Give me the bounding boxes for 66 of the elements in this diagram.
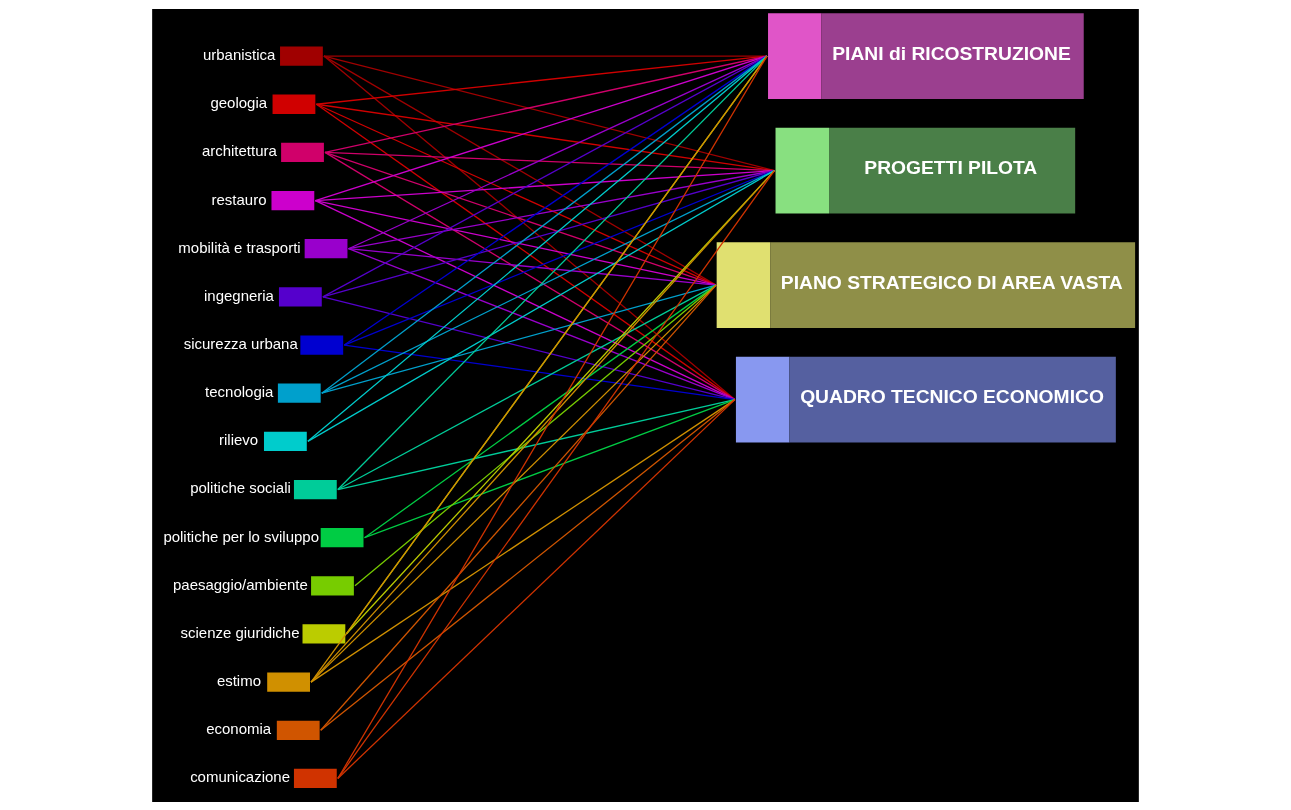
node-box — [272, 94, 316, 114]
node-box — [293, 768, 337, 788]
node-box — [320, 527, 364, 547]
connector — [363, 398, 736, 538]
node-box — [300, 334, 344, 355]
node-box — [276, 720, 320, 740]
connector — [323, 54, 776, 171]
node-label: paesaggio/ambiente — [173, 575, 308, 593]
connector — [323, 54, 717, 286]
connector — [310, 169, 776, 683]
connector — [337, 169, 776, 779]
node-label: mobilità e trasporti — [178, 238, 301, 256]
node-box — [267, 672, 310, 692]
connector — [347, 247, 717, 286]
node-label: ingegneria — [204, 286, 274, 304]
node-box — [293, 479, 337, 499]
node-box — [302, 623, 346, 644]
connector — [321, 169, 776, 394]
node-box — [304, 238, 348, 258]
connector — [324, 151, 736, 400]
node-label: rilievo — [219, 430, 259, 448]
node-label: sicurezza urbana — [183, 334, 298, 352]
node-box — [281, 142, 324, 162]
node-label: economia — [206, 719, 272, 737]
connector — [307, 169, 776, 442]
connector — [323, 54, 768, 57]
node-label: urbanistica — [202, 45, 276, 63]
connector — [320, 398, 736, 731]
node-label: politiche per lo sviluppo — [163, 527, 319, 545]
connector — [322, 54, 768, 297]
connector — [307, 54, 768, 442]
connector — [314, 199, 736, 400]
connector — [315, 103, 736, 400]
connector — [343, 54, 768, 346]
node-label: scienze giuridiche — [180, 623, 300, 641]
connector — [314, 199, 717, 286]
node-label: geologia — [210, 93, 268, 111]
node-label: estimo — [216, 671, 261, 689]
connector — [324, 151, 717, 286]
connector — [337, 54, 768, 490]
connector — [347, 247, 736, 400]
connector — [315, 103, 717, 286]
connector — [322, 295, 736, 400]
connector — [322, 169, 776, 297]
connector — [347, 54, 768, 249]
connector — [315, 54, 768, 105]
node-box — [277, 383, 321, 403]
connector — [337, 54, 768, 779]
connector — [337, 398, 736, 779]
node-label: restauro — [211, 190, 267, 208]
node-label: politiche sociali — [190, 478, 291, 496]
node-box — [264, 431, 307, 451]
node-box — [280, 45, 323, 66]
connector — [310, 398, 736, 683]
node-box — [311, 575, 354, 595]
node-box — [278, 286, 322, 306]
connector — [337, 398, 736, 490]
node-label: comunicazione — [190, 767, 290, 785]
connector — [314, 54, 768, 201]
node-label: architettura — [201, 141, 277, 159]
connector — [321, 283, 717, 394]
node-box — [271, 190, 315, 210]
connector — [354, 283, 717, 586]
connector — [363, 283, 717, 538]
connector — [324, 54, 768, 153]
node-label: tecnologia — [205, 382, 274, 400]
